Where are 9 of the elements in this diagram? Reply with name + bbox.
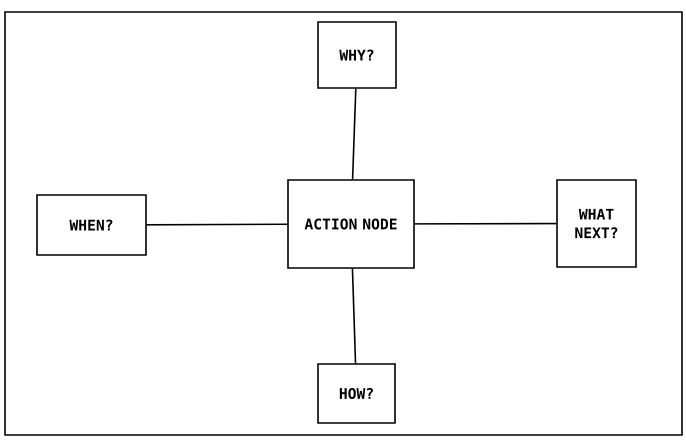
text-box: ACTION NODE (287, 179, 415, 269)
text-box: WHEN? (36, 194, 147, 256)
text-box: HOW? (317, 363, 396, 424)
text-box: WHY? (317, 21, 397, 89)
connector-line (414, 222, 556, 225)
text-box: WHAT NEXT? (556, 179, 637, 268)
connector-line (146, 223, 288, 226)
connector-line (352, 88, 357, 180)
connector-line (352, 268, 356, 364)
